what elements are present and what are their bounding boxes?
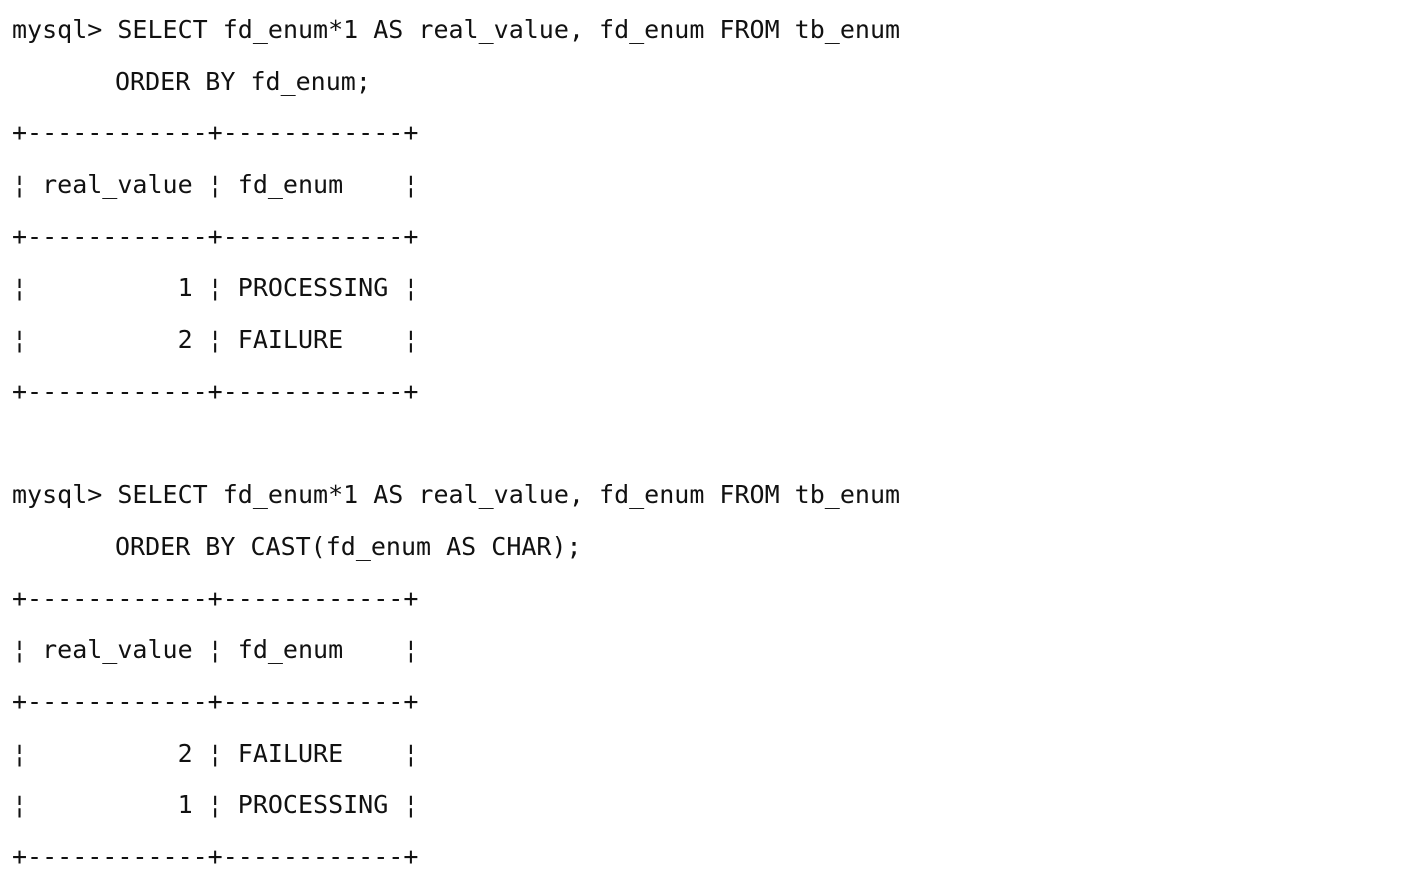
table-header: ¦ real_value ¦ fd_enum ¦ xyxy=(12,635,419,665)
query-text: SELECT fd_enum*1 AS real_value, fd_enum … xyxy=(117,480,901,510)
query-line-1: mysql> SELECT fd_enum*1 AS real_value, f… xyxy=(12,469,1402,521)
spacer xyxy=(12,418,1402,470)
table-row: ¦ 2 ¦ FAILURE ¦ xyxy=(12,738,419,768)
table-row: ¦ 1 ¦ PROCESSING ¦ xyxy=(12,790,419,820)
mysql-prompt: mysql> xyxy=(12,480,103,510)
query-line-1: mysql> SELECT fd_enum*1 AS real_value, f… xyxy=(12,4,1402,56)
table-border: +------------+------------+ xyxy=(12,686,419,716)
terminal-output: mysql> SELECT fd_enum*1 AS real_value, f… xyxy=(12,4,1402,883)
table-border: +------------+------------+ xyxy=(12,842,419,871)
table-border: +------------+------------+ xyxy=(12,118,419,148)
table-border: +------------+------------+ xyxy=(12,221,419,251)
table-header: ¦ real_value ¦ fd_enum ¦ xyxy=(12,170,419,200)
table-border: +------------+------------+ xyxy=(12,376,419,406)
mysql-prompt: mysql> xyxy=(12,15,103,44)
table-row: ¦ 2 ¦ FAILURE ¦ xyxy=(12,325,419,355)
query-text: SELECT fd_enum*1 AS real_value, fd_enum … xyxy=(117,15,901,44)
query-line-2: ORDER BY CAST(fd_enum AS CHAR); xyxy=(115,531,582,561)
table-border: +------------+------------+ xyxy=(12,583,419,613)
query-line-2: ORDER BY fd_enum; xyxy=(115,66,371,96)
table-row: ¦ 1 ¦ PROCESSING ¦ xyxy=(12,273,419,303)
